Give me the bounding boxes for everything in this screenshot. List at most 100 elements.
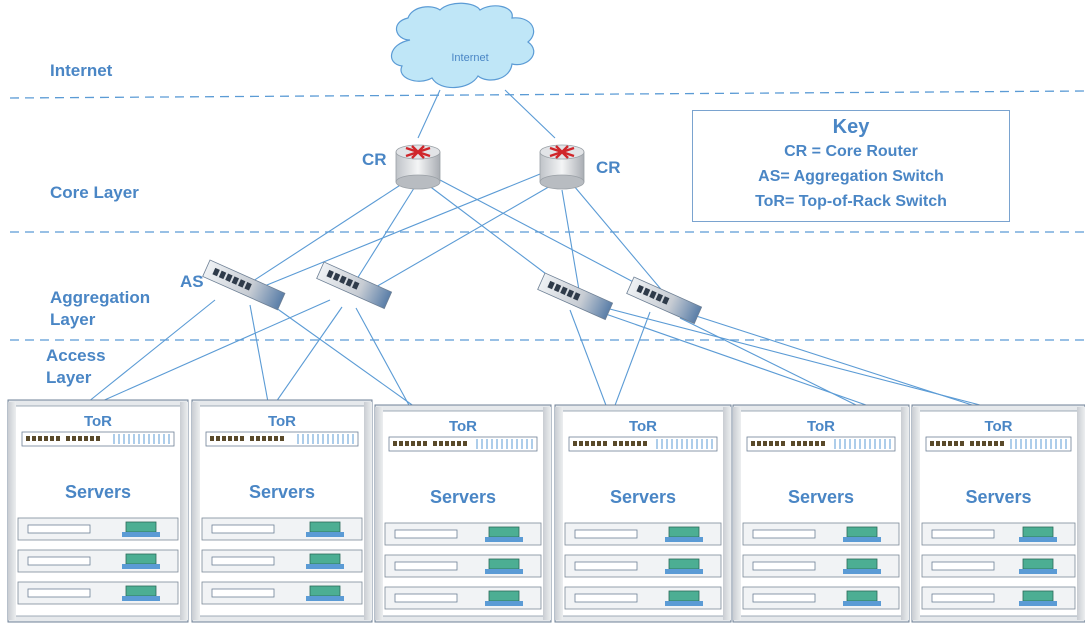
tor-port	[637, 441, 641, 446]
servers-label: Servers	[430, 487, 496, 507]
server-display-icon	[488, 526, 520, 538]
tor-port	[775, 441, 779, 446]
router-arrows-icon	[549, 145, 575, 159]
server-drive-bay	[752, 529, 816, 539]
tor-port	[960, 441, 964, 446]
aggregation-switch-4	[626, 276, 703, 325]
server-display-icon	[309, 585, 341, 597]
tor-port	[44, 436, 48, 441]
server-led-strip	[843, 537, 881, 542]
tor-port	[982, 441, 986, 446]
tor-port	[433, 441, 437, 446]
tor-port	[936, 441, 940, 446]
tor-port	[268, 436, 272, 441]
server-drive-bay	[394, 561, 458, 571]
cloud-shape	[391, 2, 535, 89]
tor-port	[240, 436, 244, 441]
server-display-icon	[668, 590, 700, 602]
server-drive-bay	[27, 556, 91, 566]
link-cr2-as4	[573, 185, 671, 301]
key-entry-as: AS= Aggregation Switch	[758, 168, 944, 185]
link-as4-tor5	[679, 317, 857, 406]
server-display-icon	[846, 590, 878, 602]
server-drive-bay	[752, 593, 816, 603]
layer-label-core: Core Layer	[50, 183, 139, 202]
tor-port	[815, 441, 819, 446]
server-led-strip	[122, 596, 160, 601]
server-drive-bay	[752, 561, 816, 571]
rack-side-left	[8, 402, 16, 620]
cr-right-label: CR	[596, 158, 621, 177]
tor-port	[994, 441, 998, 446]
server-led-strip	[122, 532, 160, 537]
server-led-strip	[843, 601, 881, 606]
server-display-icon	[846, 526, 878, 538]
router-bottom	[539, 174, 585, 190]
server-drive-bay	[574, 561, 638, 571]
tor-port	[451, 441, 455, 446]
server-display-icon	[125, 585, 157, 597]
tor-label: ToR	[629, 418, 657, 435]
tor-port	[78, 436, 82, 441]
tor-vent-icon	[297, 434, 354, 444]
server-led-strip	[1019, 601, 1057, 606]
tor-port	[821, 441, 825, 446]
servers-label: Servers	[965, 487, 1031, 507]
server-display-icon	[125, 553, 157, 565]
link-as2-tor1	[99, 299, 331, 403]
server-led-strip	[306, 596, 344, 601]
tor-port	[613, 441, 617, 446]
layer-label-access: Access Layer	[46, 346, 106, 387]
tor-port	[631, 441, 635, 446]
tor-port	[976, 441, 980, 446]
tor-label: ToR	[268, 413, 296, 430]
cloud-label: Internet	[451, 52, 488, 64]
aggregation-switch-3	[537, 272, 614, 321]
rack-side-right	[364, 402, 372, 620]
tor-port	[210, 436, 214, 441]
server-led-strip	[1019, 537, 1057, 542]
tor-ports-icon	[751, 441, 825, 446]
tor-port	[72, 436, 76, 441]
server-led-strip	[485, 601, 523, 606]
rack-side-left	[733, 407, 741, 620]
link-cr1-as1	[249, 179, 409, 284]
server-led-strip	[122, 564, 160, 569]
rack-side-right	[1077, 407, 1085, 620]
tor-port	[757, 441, 761, 446]
key-title: Key	[832, 116, 870, 138]
separator-internet-core	[9, 90, 1085, 99]
server-led-strip	[665, 537, 703, 542]
tor-port	[222, 436, 226, 441]
server-drive-bay	[931, 529, 995, 539]
key-entry-cr: CR = Core Router	[784, 143, 918, 160]
router-bottom	[395, 174, 441, 190]
connection-lines	[87, 89, 981, 409]
server-display-icon	[488, 590, 520, 602]
tor-port	[256, 436, 260, 441]
tor-switch	[925, 436, 1072, 452]
tor-port	[56, 436, 60, 441]
tor-label: ToR	[449, 418, 477, 435]
tor-vent-icon	[113, 434, 170, 444]
rack-side-left	[375, 407, 383, 620]
tor-port	[274, 436, 278, 441]
cr-left-label: CR	[362, 150, 387, 169]
tor-vent-icon	[834, 439, 891, 449]
server-display-icon	[1022, 558, 1054, 570]
legend-key: Key CR = Core Router AS= Aggregation Swi…	[692, 110, 1010, 222]
tor-vent-icon	[1010, 439, 1067, 449]
link-internet-cr2	[504, 89, 556, 139]
server-display-icon	[309, 521, 341, 533]
server-led-strip	[665, 601, 703, 606]
link-as1-tor1	[87, 299, 216, 403]
tor-port	[445, 441, 449, 446]
tor-port	[988, 441, 992, 446]
tor-port	[781, 441, 785, 446]
tor-port	[280, 436, 284, 441]
tor-port	[405, 441, 409, 446]
tor-port	[791, 441, 795, 446]
tor-port	[393, 441, 397, 446]
tor-port	[38, 436, 42, 441]
